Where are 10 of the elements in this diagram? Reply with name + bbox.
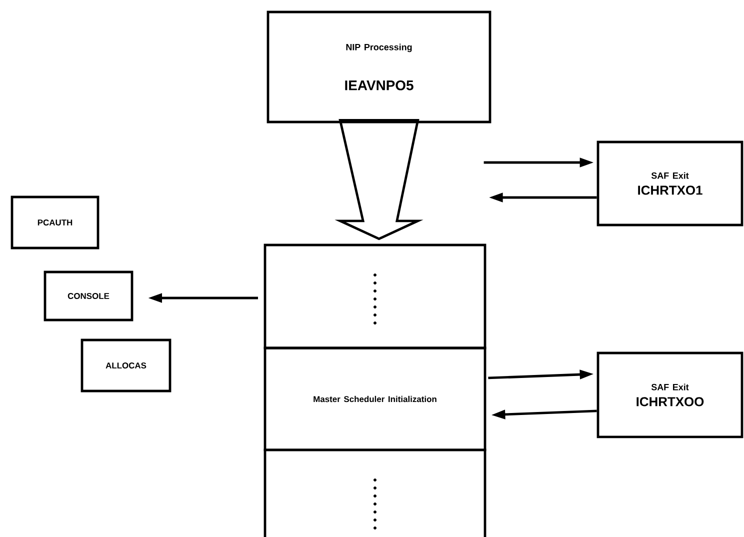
exit-box: SAF Exit ICHRTXOO — [596, 352, 744, 438]
module-box: CONSOLE — [44, 270, 134, 322]
module-box: PCAUTH — [10, 196, 100, 250]
exit-box: SAF Exit ICHRTXO1 — [596, 140, 744, 226]
column-segment — [264, 244, 486, 350]
block-arrow — [334, 119, 424, 240]
module-box: ALLOCAS — [80, 338, 172, 392]
process-box: Master Scheduler Initialization — [264, 346, 486, 452]
column-segment — [264, 448, 486, 537]
process-box: NIP Processing IEAVNPO5 — [266, 10, 492, 124]
